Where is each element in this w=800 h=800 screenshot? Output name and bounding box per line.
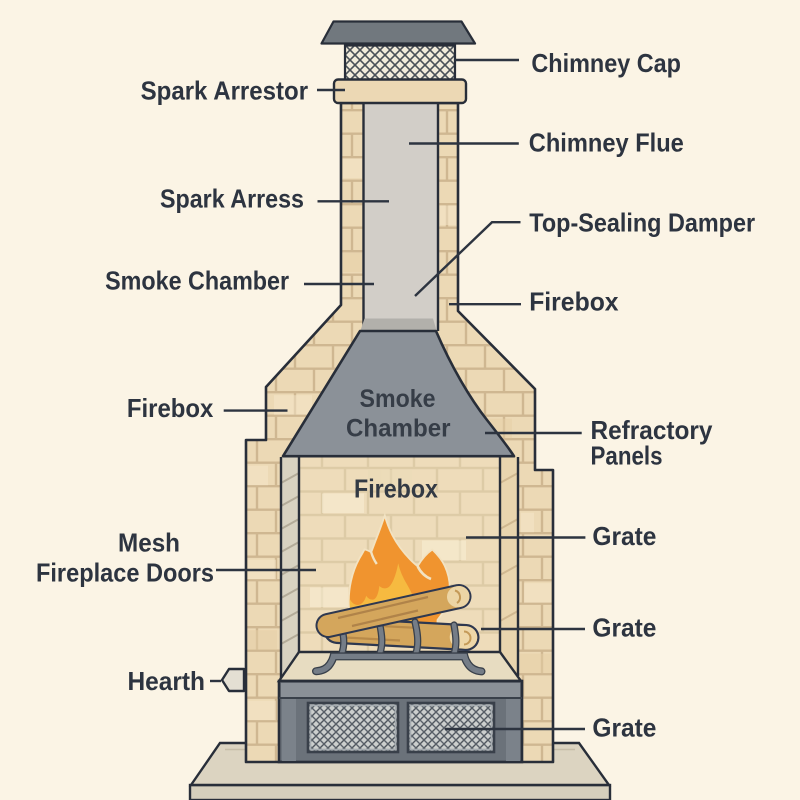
svg-text:Smoke: Smoke [360, 385, 436, 413]
svg-text:Firebox: Firebox [529, 287, 619, 317]
svg-text:Top-Sealing Damper: Top-Sealing Damper [529, 208, 755, 238]
svg-text:Mesh: Mesh [118, 528, 180, 558]
svg-text:Firebox: Firebox [354, 474, 438, 504]
svg-text:Grate: Grate [592, 713, 656, 743]
svg-text:Grate: Grate [592, 521, 656, 551]
svg-text:Refractory: Refractory [591, 415, 713, 445]
svg-text:Panels: Panels [591, 440, 663, 470]
svg-text:Hearth: Hearth [128, 666, 206, 696]
svg-text:Chimney Flue: Chimney Flue [529, 128, 684, 158]
svg-text:Spark Arress: Spark Arress [160, 184, 304, 214]
svg-text:Spark Arrestor: Spark Arrestor [141, 76, 309, 106]
svg-text:Chamber: Chamber [346, 415, 451, 443]
svg-text:Chimney Cap: Chimney Cap [531, 48, 681, 78]
svg-text:Grate: Grate [592, 613, 656, 643]
svg-text:Fireplace Doors: Fireplace Doors [36, 558, 214, 588]
svg-text:Smoke Chamber: Smoke Chamber [105, 266, 289, 296]
svg-text:Firebox: Firebox [127, 393, 214, 423]
